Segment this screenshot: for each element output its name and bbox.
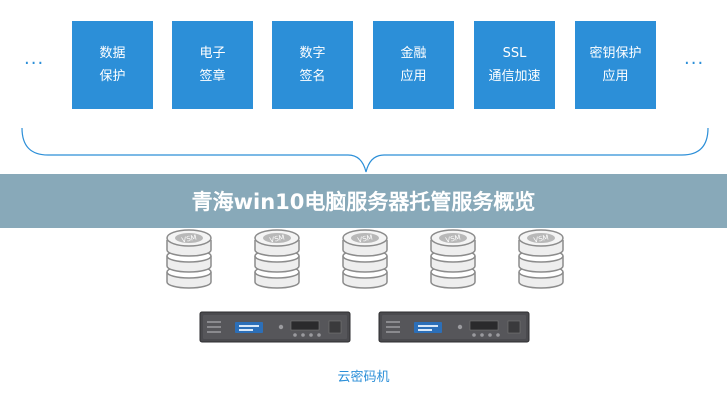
service-label-line2: 签名 [299, 69, 326, 84]
curly-brace-connector [21, 128, 709, 173]
database-stack-icon: VSM [429, 222, 477, 296]
service-label-line2: 保护 [99, 69, 126, 84]
svg-text:VSM: VSM [533, 233, 550, 244]
svg-text:VSM: VSM [269, 233, 286, 244]
service-label-line2: 应用 [400, 69, 427, 84]
database-stack-icon: VSM [517, 222, 565, 296]
service-card-finance-app: 金融 应用 [373, 21, 454, 109]
service-label-line1: 电子 [199, 46, 226, 61]
service-card-e-seal: 电子 签章 [172, 21, 253, 109]
svg-text:VSM: VSM [357, 233, 374, 244]
ellipsis-left: ... [24, 48, 45, 69]
banner-title: 青海win10电脑服务器托管服务概览 [191, 190, 536, 214]
service-label-line1: SSL [502, 46, 527, 61]
database-stack-icon: VSM [253, 222, 301, 296]
service-label-line2: 通信加速 [488, 69, 541, 84]
service-label-line1: 密钥保护 [589, 46, 642, 61]
svg-text:VSM: VSM [181, 233, 198, 244]
service-card-data-protection: 数据 保护 [72, 21, 153, 109]
database-stack-icon: VSM [165, 222, 213, 296]
service-card-digital-signature: 数字 签名 [272, 21, 353, 109]
service-label-line2: 签章 [199, 69, 226, 84]
svg-text:VSM: VSM [445, 233, 462, 244]
database-stack-icon: VSM [341, 222, 389, 296]
title-banner: 青海win10电脑服务器托管服务概览 [0, 174, 727, 228]
service-label-line1: 金融 [400, 46, 427, 61]
service-label-line1: 数据 [99, 46, 126, 61]
service-card-key-protection: 密钥保护 应用 [575, 21, 656, 109]
service-card-ssl-acceleration: SSL 通信加速 [474, 21, 555, 109]
service-label-line2: 应用 [602, 69, 629, 84]
caption: 云密码机 [337, 370, 390, 385]
service-label-line1: 数字 [299, 46, 326, 61]
cipher-machine-icon [199, 311, 351, 347]
cipher-machine-icon [378, 311, 530, 347]
ellipsis-right: ... [684, 48, 705, 69]
